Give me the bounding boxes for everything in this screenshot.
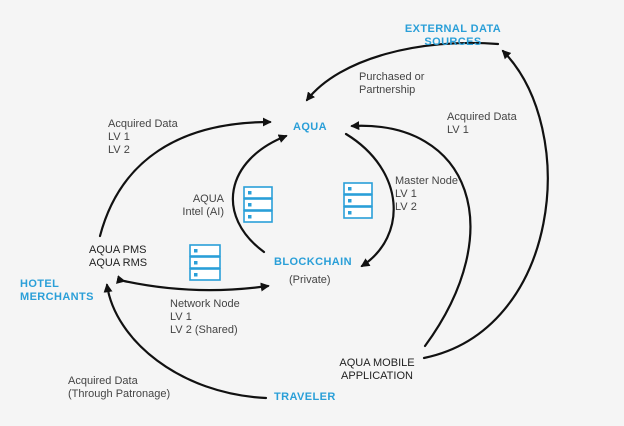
arrow-blockchain-to-aqua	[231, 134, 288, 254]
server-stack-icon	[189, 244, 221, 281]
aqua-intel-label: AQUA Intel (AI)	[182, 193, 224, 218]
acquired-data-mobile-label: Acquired Data LV 1	[447, 111, 517, 136]
arrow-aqua-to-blockchain	[344, 132, 395, 268]
master-node-label: Master Node LV 1 LV 2	[395, 175, 458, 213]
server-stack-icon	[343, 182, 373, 219]
arrow-mobile-to-aqua	[350, 121, 472, 348]
acquired-data-traveler-label: Acquired Data (Through Patronage)	[68, 375, 171, 400]
aqua-label: AQUA	[293, 121, 327, 133]
arrow-external-to-aqua	[305, 41, 500, 102]
hotel-merchants-label: HOTEL MERCHANTS	[20, 278, 94, 303]
network-node-label: Network Node LV 1 LV 2 (Shared)	[170, 298, 240, 336]
acquired-data-merchant-label: Acquired Data LV 1 LV 2	[108, 118, 178, 156]
arrow-merchants-to-aqua	[98, 117, 272, 238]
server-stack-icon	[243, 186, 273, 223]
blockchain-sublabel: (Private)	[289, 274, 331, 286]
blockchain-label: BLOCKCHAIN	[274, 256, 352, 268]
arrow-network-node	[116, 275, 270, 292]
purchased-label: Purchased or Partnership	[359, 71, 425, 96]
mobile-app-label: AQUA MOBILE APPLICATION	[339, 357, 415, 382]
external-sources-label: EXTERNAL DATA SOURCES	[404, 23, 502, 48]
arrow-traveler-to-merchants	[103, 283, 268, 400]
pms-rms-label: AQUA PMS AQUA RMS	[89, 244, 148, 269]
arrow-mobile-to-external	[422, 49, 549, 360]
traveler-label: TRAVELER	[274, 391, 336, 403]
